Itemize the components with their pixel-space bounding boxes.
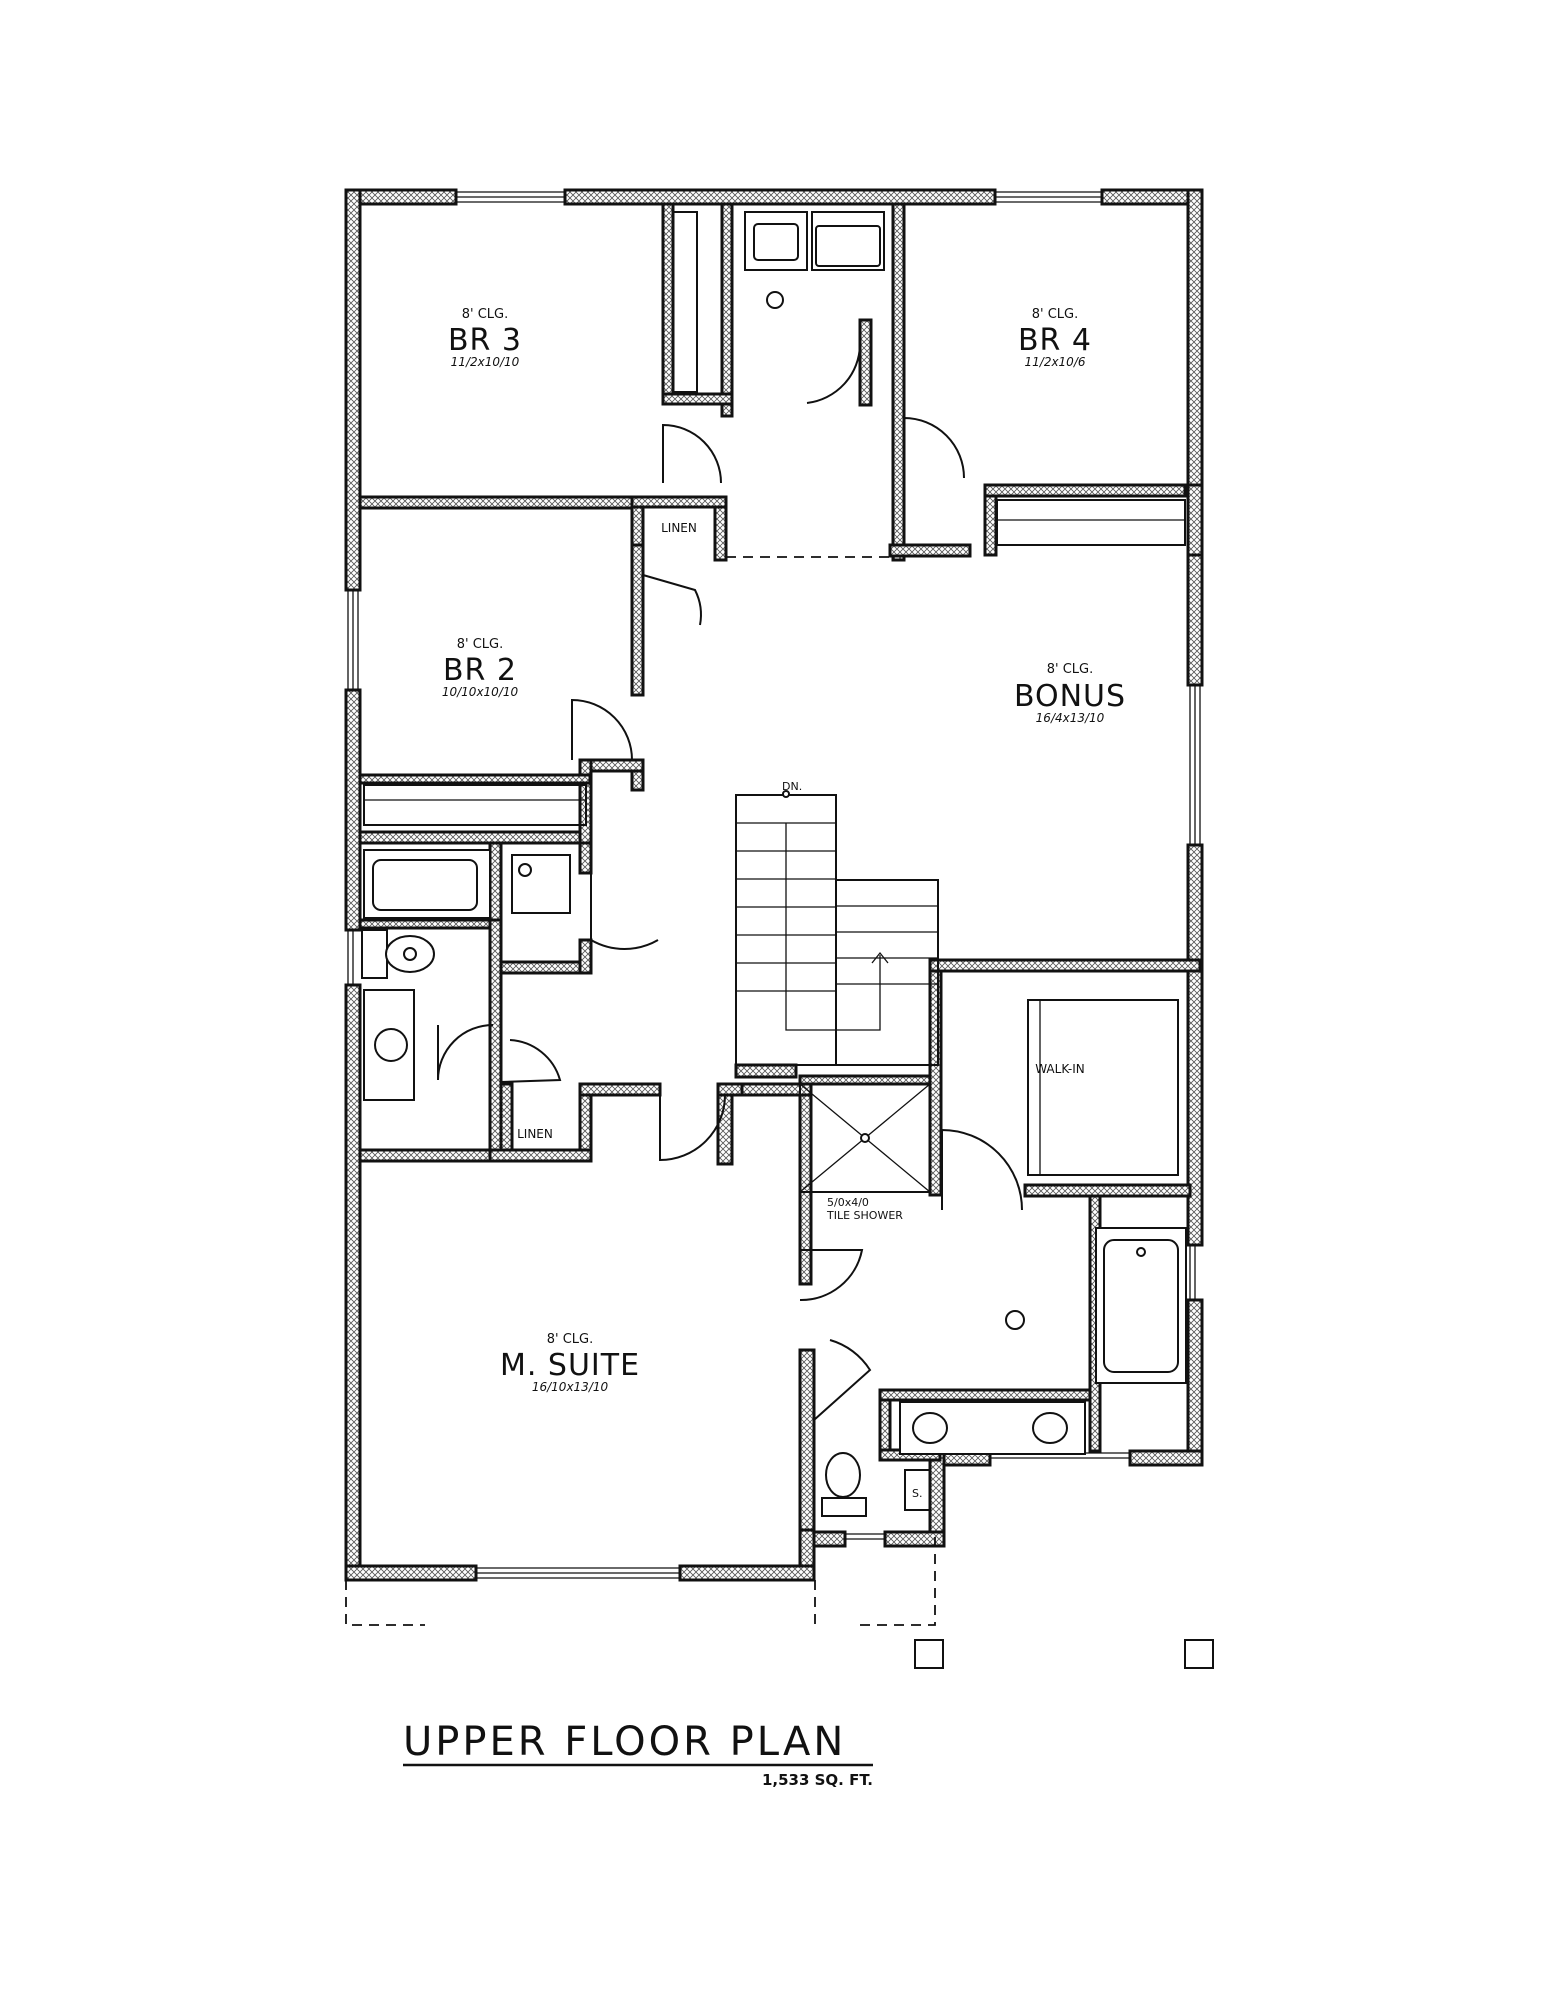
closets — [363, 211, 1186, 1176]
doors — [437, 344, 1023, 1421]
linen-lower-label: LINEN — [517, 1127, 553, 1141]
br3-ceiling: 8' CLG. — [462, 307, 509, 322]
br4-size: 11/2x10/6 — [1025, 355, 1086, 369]
suite-name: M. SUITE — [500, 1348, 640, 1383]
dashed-lines — [345, 556, 936, 1630]
plan-title: UPPER FLOOR PLAN — [403, 1719, 846, 1765]
br3-name: BR 3 — [448, 323, 522, 358]
bonus-ceiling: 8' CLG. — [1047, 662, 1094, 677]
windows — [347, 191, 1201, 1579]
posts — [914, 1639, 1214, 1669]
plan-area: 1,533 SQ. FT. — [762, 1771, 873, 1789]
shower-size-label: 5/0x4/0 — [827, 1196, 869, 1209]
walk-in-label: WALK-IN — [1035, 1062, 1085, 1076]
br2-ceiling: 8' CLG. — [457, 637, 504, 652]
br2-size: 10/10x10/10 — [442, 685, 519, 699]
suite-ceiling: 8' CLG. — [547, 1332, 594, 1347]
linen-upper-label: LINEN — [661, 521, 697, 535]
shower-type-label: TILE SHOWER — [826, 1209, 903, 1222]
br3-size: 11/2x10/10 — [451, 355, 520, 369]
suite-size: 16/10x13/10 — [532, 1380, 609, 1394]
bonus-size: 16/4x13/10 — [1036, 711, 1105, 725]
br4-ceiling: 8' CLG. — [1032, 307, 1079, 322]
interior-walls — [358, 202, 1204, 1462]
fixtures — [361, 211, 1187, 1517]
br4-name: BR 4 — [1018, 323, 1092, 358]
bonus-name: BONUS — [1014, 679, 1126, 714]
storage-label: S. — [912, 1487, 922, 1500]
br2-name: BR 2 — [443, 653, 517, 688]
stairs — [734, 790, 939, 1079]
stair-down-label: DN. — [782, 780, 802, 793]
